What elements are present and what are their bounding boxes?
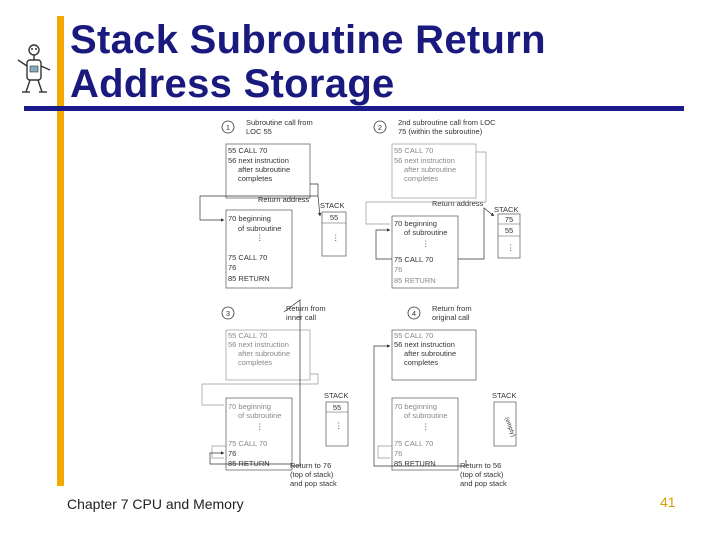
panel-3-caption-2: inner call xyxy=(286,313,316,322)
slide-footer: Chapter 7 CPU and Memory xyxy=(67,496,244,512)
p3-sub-line-5: 85 RETURN xyxy=(228,459,270,468)
p4-sub-line-4: 76 xyxy=(394,449,402,458)
p3-main-line-1: 55 CALL 70 xyxy=(228,331,267,340)
panel-3-caption-1: Return from xyxy=(286,304,326,313)
p4-sub-line-3: 75 CALL 70 xyxy=(394,439,433,448)
p3-main-line-4: completes xyxy=(238,358,272,367)
panel-3: 3 Return from inner call 55 CALL 70 56 n… xyxy=(201,299,348,488)
accent-vertical-bar xyxy=(57,16,64,486)
slide-title: Stack Subroutine Return Address Storage xyxy=(70,18,546,106)
p4-return-line-2: (top of stack) xyxy=(460,470,504,479)
p3-sub-line-2: of subroutine xyxy=(238,411,281,420)
p2-stack-label: STACK xyxy=(494,205,518,214)
p3-stack-label: STACK xyxy=(324,391,348,400)
svg-text:⋮: ⋮ xyxy=(256,233,264,242)
p1-return-address-label: Return address xyxy=(258,195,310,204)
p1-sub-line-1: 70 beginning xyxy=(228,214,271,223)
panel-3-number: 3 xyxy=(226,309,230,318)
panel-1-caption-2: LOC 55 xyxy=(246,127,272,136)
p4-main-line-3: after subroutine xyxy=(404,349,456,358)
p3-main-line-2: 56 next instruction xyxy=(228,340,289,349)
p1-main-line-2: 56 next instruction xyxy=(228,156,289,165)
p2-main-line-2: 56 next instruction xyxy=(394,156,455,165)
svg-text:⋮: ⋮ xyxy=(332,233,340,242)
p1-sub-line-3: 75 CALL 70 xyxy=(228,253,267,262)
p1-main-line-4: completes xyxy=(238,174,272,183)
panel-1-caption-1: Subroutine call from xyxy=(246,118,313,127)
p1-main-line-3: after subroutine xyxy=(238,165,290,174)
title-line-2: Address Storage xyxy=(70,62,395,106)
p1-sub-line-4: 76 xyxy=(228,263,236,272)
p2-stack-slot-0: 75 xyxy=(505,215,513,224)
p3-stack-slot-0: 55 xyxy=(333,403,341,412)
panel-4-number: 4 xyxy=(412,309,416,318)
p4-stack-empty: (empty) xyxy=(503,417,516,438)
p2-sub-line-1: 70 beginning xyxy=(394,219,437,228)
p3-sub-line-1: 70 beginning xyxy=(228,402,271,411)
p4-main-line-4: completes xyxy=(404,358,438,367)
p2-sub-line-4: 76 xyxy=(394,265,402,274)
p1-sub-line-5: 85 RETURN xyxy=(228,274,270,283)
p2-return-address-label: Return address xyxy=(432,199,484,208)
p3-sub-line-4: 76 xyxy=(228,449,236,458)
svg-text:⋮: ⋮ xyxy=(335,421,343,430)
panel-2: 2 2nd subroutine call from LOC 75 (withi… xyxy=(365,118,521,289)
panel-4-caption-1: Return from xyxy=(432,304,472,313)
p2-sub-line-5: 85 RETURN xyxy=(394,276,436,285)
p2-main-line-4: completes xyxy=(404,174,438,183)
panel-1: 1 Subroutine call from LOC 55 55 CALL 70… xyxy=(199,118,347,289)
robot-figure-icon xyxy=(17,44,51,93)
svg-text:⋮: ⋮ xyxy=(256,422,264,431)
p2-main-line-1: 55 CALL 70 xyxy=(394,146,433,155)
p3-sub-line-3: 75 CALL 70 xyxy=(228,439,267,448)
p3-return-line-2: (top of stack) xyxy=(290,470,334,479)
p2-main-line-3: after subroutine xyxy=(404,165,456,174)
p4-sub-line-1: 70 beginning xyxy=(394,402,437,411)
p1-main-line-1: 55 CALL 70 xyxy=(228,146,267,155)
page-number: 41 xyxy=(660,494,676,510)
p3-main-line-3: after subroutine xyxy=(238,349,290,358)
p2-stack-slot-1: 55 xyxy=(505,226,513,235)
p4-return-line-1: Return to 56 xyxy=(460,461,501,470)
p4-main-line-2: 56 next instruction xyxy=(394,340,455,349)
svg-text:⋮: ⋮ xyxy=(507,243,515,252)
p4-sub-line-5: 85 RETURN xyxy=(394,459,436,468)
p1-sub-line-2: of subroutine xyxy=(238,224,281,233)
p3-return-line-3: and pop stack xyxy=(290,479,337,488)
panel-2-number: 2 xyxy=(378,123,382,132)
title-line-1: Stack Subroutine Return xyxy=(70,18,546,62)
p4-stack-label: STACK xyxy=(492,391,516,400)
panel-4-caption-2: original call xyxy=(432,313,470,322)
panel-1-number: 1 xyxy=(226,123,230,132)
p2-sub-line-2: of subroutine xyxy=(404,228,447,237)
stack-return-address-diagram: 1 Subroutine call from LOC 55 55 CALL 70… xyxy=(199,118,521,488)
svg-text:⋮: ⋮ xyxy=(422,239,430,248)
p1-stack-slot-0: 55 xyxy=(330,213,338,222)
p2-sub-line-3: 75 CALL 70 xyxy=(394,255,433,264)
p1-stack-label: STACK xyxy=(320,201,344,210)
title-underline-rule xyxy=(24,106,684,111)
p4-return-line-3: and pop stack xyxy=(460,479,507,488)
p3-return-line-1: Return to 76 xyxy=(290,461,331,470)
svg-text:⋮: ⋮ xyxy=(422,422,430,431)
p4-sub-line-2: of subroutine xyxy=(404,411,447,420)
p4-main-line-1: 55 CALL 70 xyxy=(394,331,433,340)
panel-2-caption-2: 75 (within the subroutine) xyxy=(398,127,483,136)
panel-4: 4 Return from original call 55 CALL 70 5… xyxy=(373,304,516,488)
panel-2-caption-1: 2nd subroutine call from LOC xyxy=(398,118,496,127)
